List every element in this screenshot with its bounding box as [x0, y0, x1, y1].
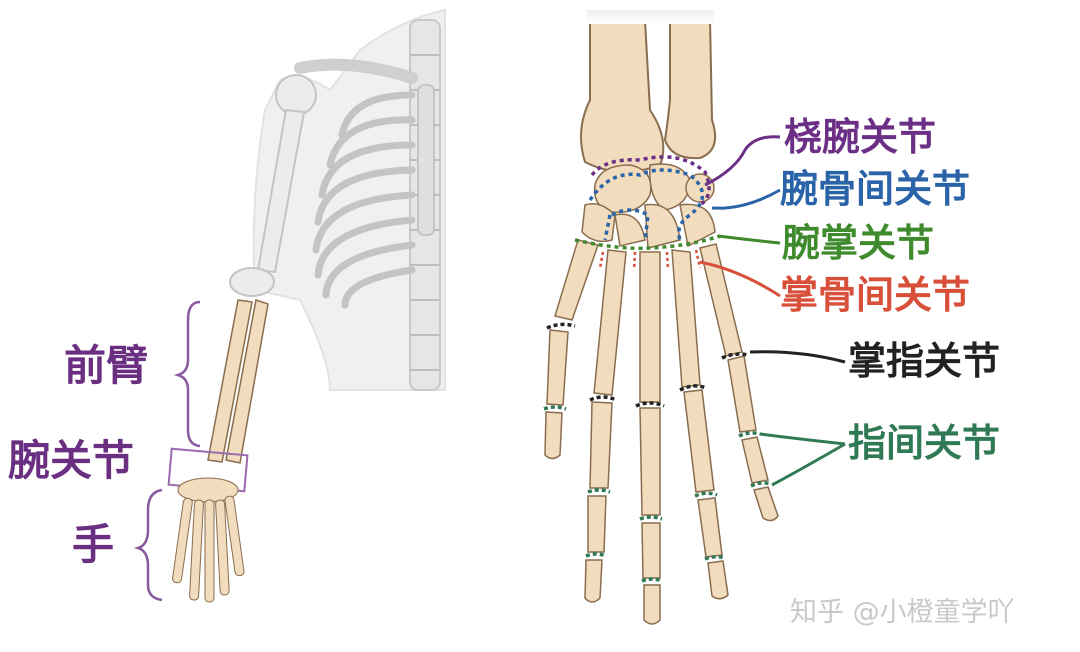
forearm-bones [207, 299, 269, 464]
radiocarpal-joint-line [590, 155, 711, 207]
metacarpal-bones [554, 239, 743, 403]
wrist-label: 腕关节 [8, 436, 135, 485]
interphalangeal-joint-line [543, 405, 772, 583]
interphalangeal-joint-label: 指间关节 [848, 421, 1001, 465]
carpometacarpal-joint-line [574, 234, 721, 251]
phalanx-bones [544, 329, 779, 625]
carpometacarpal-joint-label: 腕掌关节 [782, 221, 935, 265]
radiocarpal-joint-label: 桡腕关节 [784, 115, 937, 159]
skeleton-upper-body [229, 8, 446, 391]
intercarpal-joint-line [588, 168, 705, 241]
clavicle [294, 58, 418, 84]
intermetacarpal-joint-line [598, 249, 702, 271]
radius-ulna [580, 10, 716, 173]
hand-label: 手 [72, 520, 115, 569]
humerus [229, 74, 317, 297]
metacarpophalangeal-joint-line [546, 322, 749, 408]
carpal-bones [581, 163, 716, 249]
left-brackets [133, 300, 201, 602]
intermetacarpal-joint-label: 掌骨间关节 [780, 273, 971, 317]
metacarpophalangeal-joint-label: 掌指关节 [848, 339, 1001, 383]
forearm-label: 前臂 [64, 341, 149, 390]
small-hand-bones [172, 477, 245, 603]
watermark: 知乎 @小橙童学吖 [790, 597, 1015, 628]
ribcage [312, 91, 416, 309]
intercarpal-joint-label: 腕骨间关节 [780, 167, 971, 211]
leader-lines [699, 135, 846, 487]
